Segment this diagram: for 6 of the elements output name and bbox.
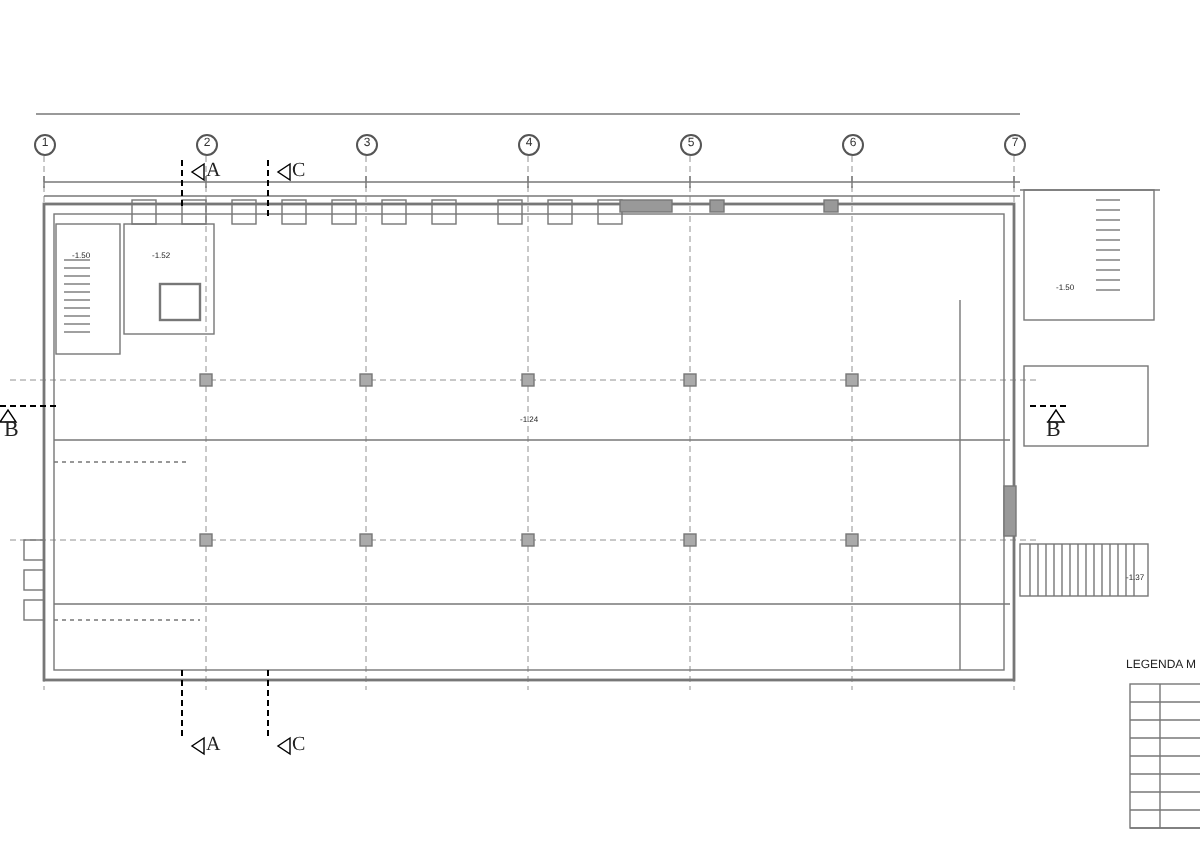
section-mark: B: [4, 418, 19, 442]
section-mark: A: [206, 160, 221, 182]
section-mark: C: [292, 734, 306, 756]
section-mark: C: [292, 160, 306, 182]
section-mark: B: [1046, 418, 1061, 442]
section-mark: A: [206, 734, 221, 756]
